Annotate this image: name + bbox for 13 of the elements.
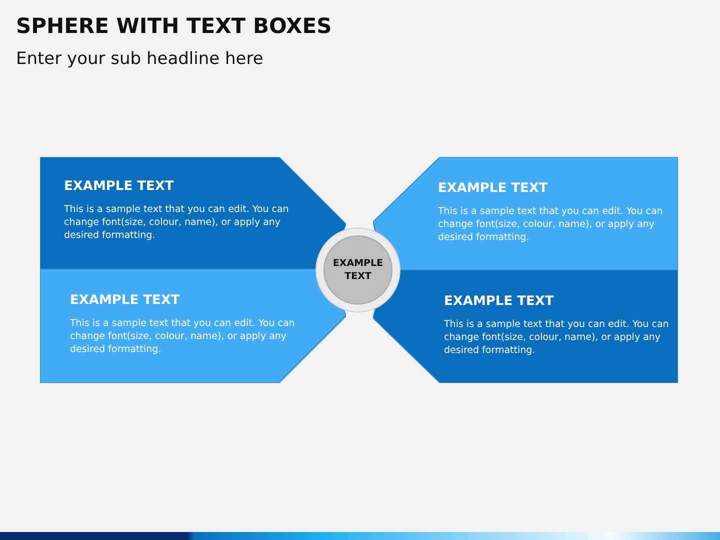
- arrow-box: [40, 269, 346, 383]
- box-heading: EXAMPLE TEXT: [70, 293, 180, 308]
- title: SPHERE WITH TEXT BOXES: [16, 14, 332, 38]
- box-heading: EXAMPLE TEXT: [64, 179, 174, 194]
- circle-label: EXAMPLE TEXT: [332, 257, 384, 283]
- arrow-box: [373, 270, 678, 383]
- box-text: This is a sample text that you can edit. You can change font(size, colour, name), or apply any desired formatting.: [64, 203, 290, 242]
- box-text: This is a sample text that you can edit. You can change font(size, colour, name), or apply any desired formatting.: [438, 205, 664, 244]
- box-text: This is a sample text that you can edit. You can change font(size, colour, name), or apply any desired formatting.: [444, 318, 670, 357]
- box-heading: EXAMPLE TEXT: [444, 294, 554, 309]
- box-heading: EXAMPLE TEXT: [438, 181, 548, 196]
- box-text: This is a sample text that you can edit. You can change font(size, colour, name), or apply any desired formatting.: [70, 317, 296, 356]
- subheadline: Enter your sub headline here: [16, 49, 264, 69]
